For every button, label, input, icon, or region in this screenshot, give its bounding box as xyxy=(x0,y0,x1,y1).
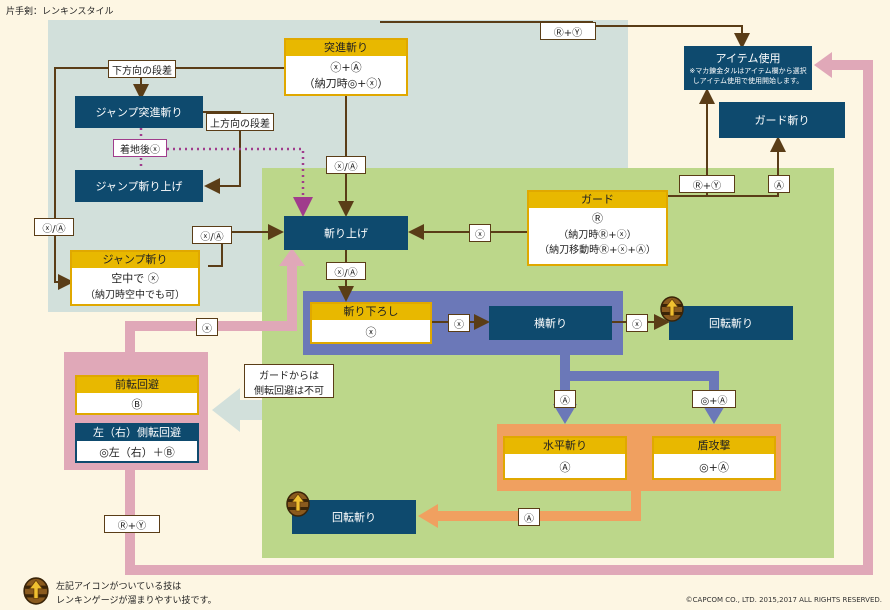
guard-note-line1: ガードからは xyxy=(259,371,319,382)
label-ue-dansa: 上方向の段差 xyxy=(206,113,274,131)
page-title: 片手剣：レンキンスタイル xyxy=(6,7,114,17)
node-tate-kougeki-title: 盾攻撃 xyxy=(654,438,774,454)
node-kaiten-giri-bottom: 回転斬り xyxy=(292,500,416,534)
label-a-kaiten: Ⓐ xyxy=(518,508,540,526)
node-jump-giri-line1: 空中で ⓧ xyxy=(111,272,159,285)
legend-text-2: レンキンゲージが溜まりやすい技です。 xyxy=(56,596,217,606)
guard-note: ガードからは 側転回避は不可 xyxy=(244,364,334,398)
node-sokuten-line1: ◎左（右）＋Ⓑ xyxy=(99,446,175,459)
legend-barrel-icon xyxy=(22,576,50,606)
node-suihei-giri: 水平斬り Ⓐ xyxy=(503,436,627,480)
node-item: アイテム使用 ※マカ錬金タルはアイテム欄から選択 しアイテム使用で使用開始します… xyxy=(684,46,812,90)
node-jump-giri: ジャンプ斬り 空中で ⓧ （納刀時空中でも可） xyxy=(70,250,200,306)
label-x-evade: ⓧ xyxy=(196,318,218,336)
label-xa-1: ⓧ/Ⓐ xyxy=(326,156,366,174)
label-x-oroshi: ⓧ xyxy=(448,314,470,332)
node-item-note1: ※マカ錬金タルはアイテム欄から選択 xyxy=(689,67,807,75)
legend-text-1: 左記アイコンがついている技は xyxy=(56,582,182,592)
node-sokuten-title: 左（右）側転回避 xyxy=(77,425,197,441)
node-guard-line3: （納刀移動時Ⓡ+ⓧ+Ⓐ） xyxy=(539,245,656,256)
node-guard: ガード Ⓡ （納刀時Ⓡ+ⓧ） （納刀移動時Ⓡ+ⓧ+Ⓐ） xyxy=(527,190,668,266)
label-ry-guard: Ⓡ+Ⓨ xyxy=(679,175,735,193)
node-tosshin-line1: ⓧ+Ⓐ xyxy=(330,61,362,74)
node-zenten-line1: Ⓑ xyxy=(131,398,143,411)
barrel-icon xyxy=(659,296,685,322)
node-tosshin-title: 突進斬り xyxy=(286,40,406,56)
node-yoko-giri: 横斬り xyxy=(489,306,612,340)
label-x-guard: ⓧ xyxy=(469,224,491,242)
node-tate-kougeki: 盾攻撃 ◎+Ⓐ xyxy=(652,436,776,480)
label-ry-evade: Ⓡ+Ⓨ xyxy=(104,515,160,533)
guard-note-line2: 側転回避は不可 xyxy=(254,386,324,397)
copyright: ©CAPCOM CO., LTD. 2015,2017 ALL RIGHTS R… xyxy=(685,596,882,604)
node-tosshin-line2: （納刀時◎+ⓧ） xyxy=(303,77,389,90)
label-a-guardgiri: Ⓐ xyxy=(768,175,790,193)
barrel-icon xyxy=(285,491,311,517)
node-guard-line2: （納刀時Ⓡ+ⓧ） xyxy=(558,230,637,241)
node-jump-kiriage: ジャンプ斬り上げ xyxy=(75,170,203,202)
node-jump-giri-title: ジャンプ斬り xyxy=(72,252,198,268)
node-kiriage: 斬り上げ xyxy=(284,216,408,250)
node-item-title: アイテム使用 xyxy=(715,52,781,65)
node-suihei-giri-line1: Ⓐ xyxy=(559,461,571,474)
node-kiri-oroshi: 斬り下ろし ⓧ xyxy=(310,302,432,344)
node-jump-giri-line2: （納刀時空中でも可） xyxy=(85,290,185,301)
node-suihei-giri-title: 水平斬り xyxy=(505,438,625,454)
label-xa-3: ⓧ/Ⓐ xyxy=(192,226,232,244)
node-guard-line1: Ⓡ xyxy=(592,212,603,225)
node-tate-kougeki-line1: ◎+Ⓐ xyxy=(699,461,729,474)
node-guard-title: ガード xyxy=(529,192,666,208)
label-ry-top: Ⓡ+Ⓨ xyxy=(540,22,596,40)
node-guard-giri: ガード斬り xyxy=(719,102,845,138)
node-kaiten-giri-top: 回転斬り xyxy=(669,306,793,340)
node-item-note2: しアイテム使用で使用開始します。 xyxy=(692,77,804,85)
node-jump-tosshin: ジャンプ突進斬り xyxy=(75,96,203,128)
node-sokuten: 左（右）側転回避 ◎左（右）＋Ⓑ xyxy=(75,423,199,463)
node-tosshin: 突進斬り ⓧ+Ⓐ （納刀時◎+ⓧ） xyxy=(284,38,408,96)
label-ca-tate: ◎+Ⓐ xyxy=(692,390,736,408)
label-xa-2: ⓧ/Ⓐ xyxy=(34,218,74,236)
label-a-suihei: Ⓐ xyxy=(554,390,576,408)
label-x-yoko: ⓧ xyxy=(626,314,648,332)
label-xa-4: ⓧ/Ⓐ xyxy=(326,262,366,280)
node-kiri-oroshi-line1: ⓧ xyxy=(365,326,377,339)
label-chakuchi: 着地後ⓧ xyxy=(113,139,167,157)
node-zenten-title: 前転回避 xyxy=(77,377,197,393)
node-kiri-oroshi-title: 斬り下ろし xyxy=(312,304,430,320)
node-zenten: 前転回避 Ⓑ xyxy=(75,375,199,415)
label-shita-dansa: 下方向の段差 xyxy=(108,60,176,78)
